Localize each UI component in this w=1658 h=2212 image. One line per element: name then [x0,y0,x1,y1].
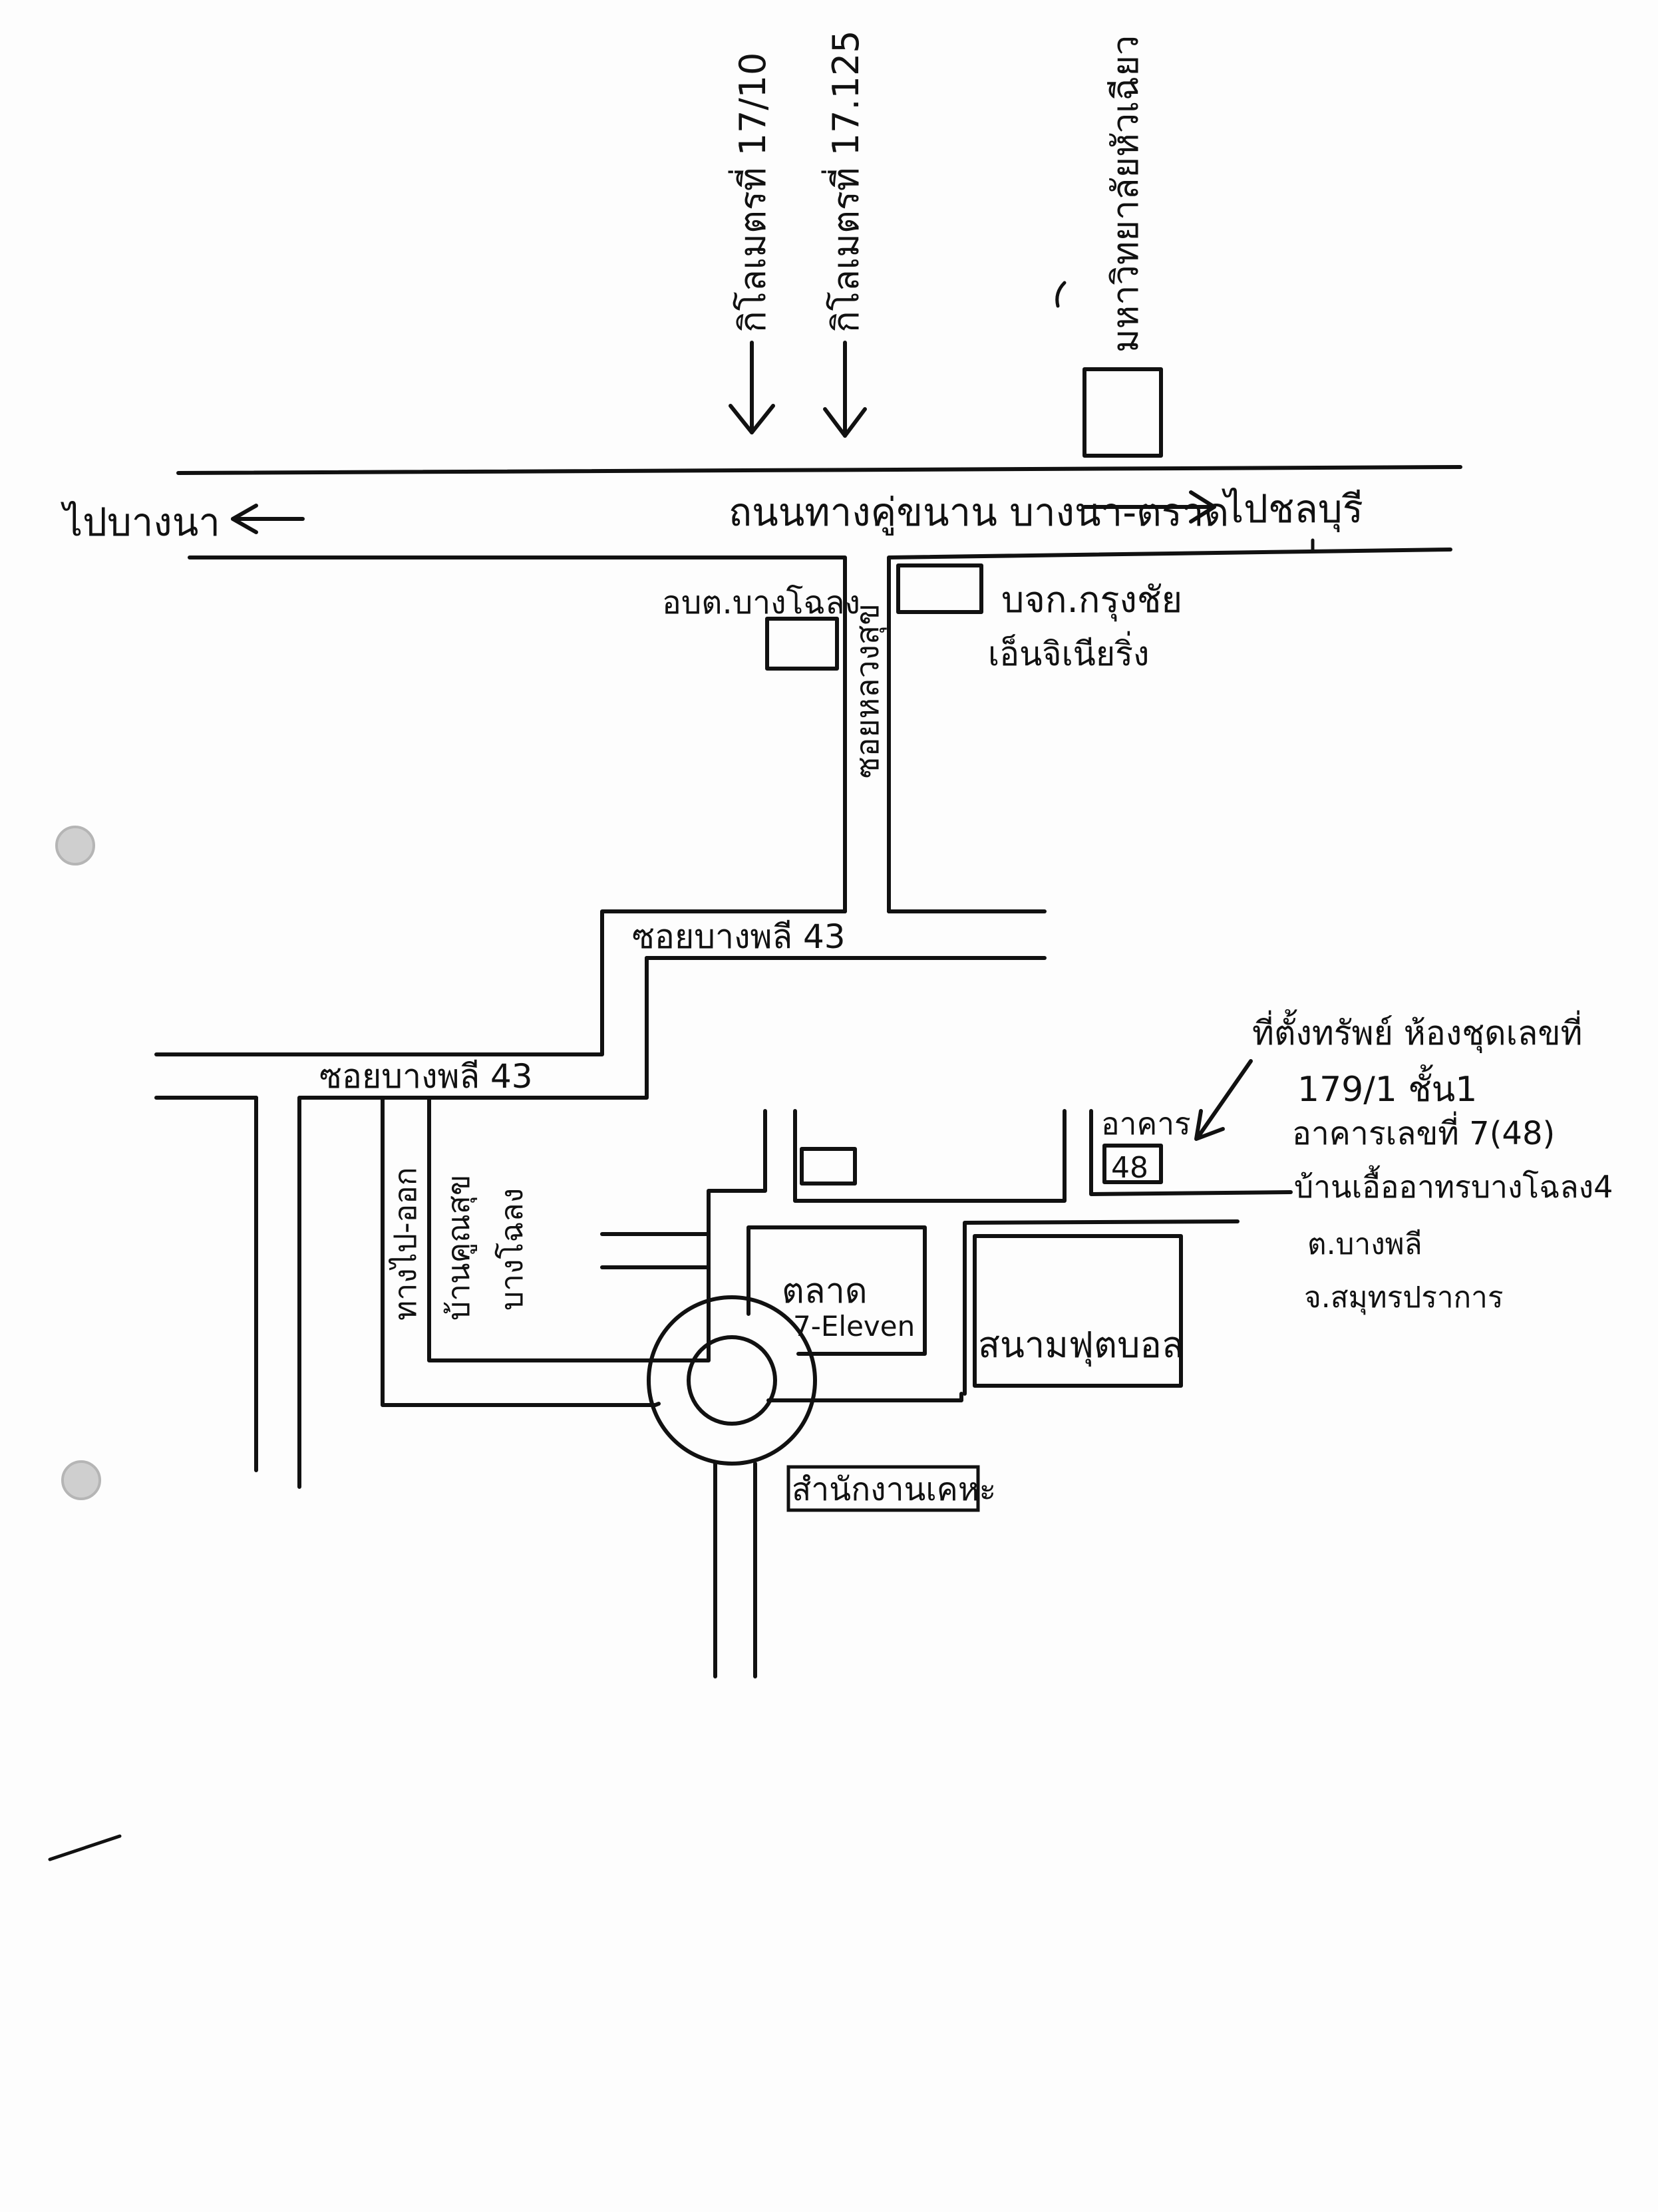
label-company: บจก.กรุงชัย [1001,579,1182,622]
market-block [746,1225,927,1356]
football-road-edge [963,1219,1240,1396]
label-soi-43-upper: ซอยบางพลี 43 [632,917,846,956]
abt-building [765,617,839,671]
label-market: ตลาด [782,1271,868,1311]
building-48-road-right [1089,1109,1293,1196]
building-48-road-loop [793,1109,1067,1203]
side-road-upper-edge [427,1096,767,1362]
university-building [1082,367,1163,458]
label-km-marker-1: กิโลเมตรที่ 17/10 [728,53,774,333]
address-line-1: ที่ตั้งทรัพย์ ห้องชุดเลขที่ [1252,1009,1582,1053]
label-to-chonburi: ไปชลบุรี [1222,486,1363,533]
label-main-road: ถนนทางคู่ขนาน บางนา-ตราด [729,490,1229,536]
label-university: มหาวิทยาลัยหัวเฉียว [1104,35,1146,353]
arrow-to-building-48 [1194,1059,1253,1141]
label-company-line2: เอ็นจิเนียริ่ง [988,631,1149,673]
label-housing-office: สำนักงานเคหะ [792,1471,996,1508]
address-line-5: ต.บางพลี [1307,1227,1422,1261]
small-building [800,1147,857,1185]
address-line-6: จ.สมุทรปราการ [1304,1281,1504,1315]
address-line-4: บ้านเอื้ออาทรบางโฉลง4 [1294,1165,1613,1205]
arrow-to-bangna [231,504,305,534]
roundabout-outer [647,1295,817,1466]
address-line-3: อาคารเลขที่ 7(48) [1292,1111,1555,1152]
label-soi-43-lower: ซอยบางพลี 43 [319,1057,533,1096]
side-road-lower-edge [381,1096,661,1407]
arrow-km-marker-1 [729,341,775,434]
football-field-block [973,1234,1183,1388]
label-building: อาคาร [1101,1106,1191,1142]
label-football-field: สนามฟุตบอล [978,1324,1184,1367]
arrow-km-marker-2 [823,341,867,438]
label-building-number: 48 [1111,1151,1148,1185]
arrow-to-chonburi [1082,490,1216,524]
label-road-bangchalong-3: บางโฉลง [494,1188,530,1311]
label-soi-hansuk: ซอยหลวงสุข [849,603,887,778]
label-road-bangchalong-1: ทางไป-ออก [387,1167,423,1321]
roundabout-right-road [766,1392,963,1402]
label-seven-eleven: 7-Eleven [793,1310,915,1343]
pointer-university [1055,281,1067,308]
soi-43-lower-edge [297,956,649,1489]
label-road-bangchalong-2: บ้านคูณสุข [440,1175,478,1321]
label-km-marker-2: กิโลเมตรที่ 17.125 [821,30,867,333]
roundabout-inner [687,1335,777,1426]
address-line-2: 179/1 ชั้น1 [1297,1064,1477,1110]
soi-43-upper-edge [154,909,847,1056]
label-to-bangna: ไปบางนา [61,500,220,545]
stray-pen-mark [48,1834,122,1861]
main-road-top-edge [176,465,1462,475]
main-road-bottom-edge-left [188,555,847,913]
main-road-bottom-edge-right [887,548,1452,913]
building-48-box [1102,1144,1163,1184]
label-abt-office: อบต.บางโฉลง [662,584,860,621]
company-building [896,563,983,614]
housing-office-box [786,1465,980,1512]
binder-hole-bottom [61,1460,101,1500]
binder-hole-top [55,826,95,866]
